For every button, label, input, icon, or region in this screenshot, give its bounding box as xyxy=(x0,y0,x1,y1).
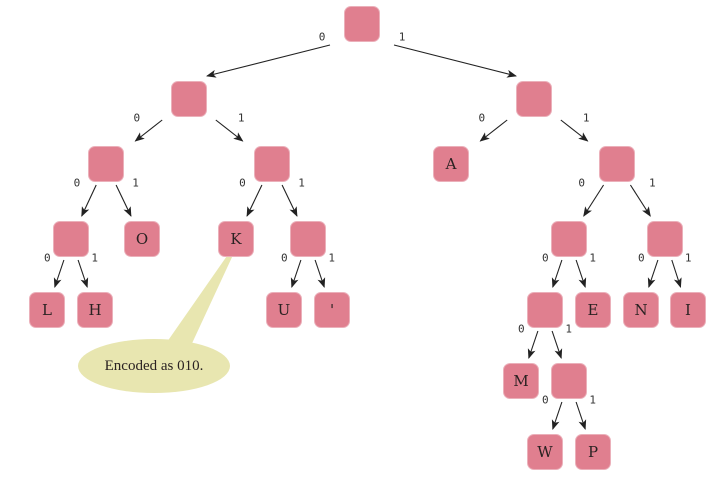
callout-pointer xyxy=(160,253,233,352)
bit-label-1: 1 xyxy=(298,176,305,190)
leaf-node-k: K xyxy=(218,221,254,257)
internal-node xyxy=(88,146,124,182)
edge-arrow xyxy=(629,184,651,217)
edge-arrow xyxy=(281,184,298,217)
edge-arrow xyxy=(671,259,682,288)
bit-label-0: 0 xyxy=(478,111,486,125)
bit-label-1: 1 xyxy=(565,322,572,336)
edge-arrow xyxy=(575,401,587,430)
edge-arrow xyxy=(206,44,331,78)
edge-arrow xyxy=(134,119,163,142)
edge-arrow xyxy=(53,259,65,288)
edge-arrow xyxy=(647,259,659,288)
bit-label-0: 0 xyxy=(318,30,326,44)
edge-arrow xyxy=(575,259,587,288)
leaf-node-h: H xyxy=(77,292,113,328)
bit-label-0: 0 xyxy=(44,251,51,265)
edge-arrow xyxy=(527,330,539,359)
edge-arrow xyxy=(246,184,263,217)
bit-label-0: 0 xyxy=(542,251,549,265)
internal-node xyxy=(516,81,552,117)
bit-label-0: 0 xyxy=(73,176,81,190)
leaf-node-p: P xyxy=(575,434,611,470)
edge-arrow xyxy=(551,401,563,430)
bit-label-0: 0 xyxy=(542,393,549,407)
leaf-node-m: M xyxy=(503,363,539,399)
bit-label-0: 0 xyxy=(578,176,585,190)
edge-arrow xyxy=(77,259,89,288)
edge-arrow xyxy=(551,259,563,288)
leaf-node-l: L xyxy=(29,292,65,328)
edge-arrow xyxy=(215,119,244,142)
bit-label-0: 0 xyxy=(518,322,525,336)
bit-label-1: 1 xyxy=(91,251,98,265)
internal-node xyxy=(599,146,635,182)
edge-arrow xyxy=(583,184,605,217)
bit-label-0: 0 xyxy=(133,111,141,125)
internal-node xyxy=(551,221,587,257)
leaf-node-n: N xyxy=(623,292,659,328)
bit-label-0: 0 xyxy=(281,251,288,265)
leaf-node-e: E xyxy=(575,292,611,328)
bit-label-1: 1 xyxy=(582,111,590,125)
edge-arrow xyxy=(551,330,563,359)
bit-label-1: 1 xyxy=(589,251,596,265)
internal-node xyxy=(344,6,380,42)
leaf-node-u: U xyxy=(266,292,302,328)
bit-label-1: 1 xyxy=(398,30,406,44)
callout-text: Encoded as 010. xyxy=(104,357,204,374)
edge-arrow xyxy=(81,184,97,217)
bit-label-0: 0 xyxy=(638,251,645,265)
callout xyxy=(78,253,233,393)
bit-label-1: 1 xyxy=(132,176,139,190)
leaf-node-w: W xyxy=(527,434,563,470)
edge-arrow xyxy=(314,259,326,288)
edge-arrow xyxy=(479,119,508,142)
bit-label-0: 0 xyxy=(239,176,246,190)
leaf-node-apostrophe: ' xyxy=(314,292,350,328)
internal-node xyxy=(171,81,207,117)
bit-label-1: 1 xyxy=(589,393,596,407)
bit-label-1: 1 xyxy=(684,251,692,265)
bit-label-1: 1 xyxy=(649,176,656,190)
internal-node xyxy=(254,146,290,182)
internal-node xyxy=(53,221,89,257)
internal-node xyxy=(290,221,326,257)
leaf-node-i: I xyxy=(670,292,706,328)
internal-node xyxy=(527,292,563,328)
callout-bubble xyxy=(78,339,230,393)
leaf-node-a: A xyxy=(433,146,469,182)
edge-arrow xyxy=(560,119,589,142)
internal-node xyxy=(551,363,587,399)
edge-arrow xyxy=(393,44,517,78)
edge-arrow xyxy=(115,184,132,217)
bit-label-1: 1 xyxy=(237,111,245,125)
leaf-node-o: O xyxy=(124,221,160,257)
internal-node xyxy=(647,221,683,257)
edge-arrow xyxy=(290,259,302,288)
bit-label-1: 1 xyxy=(328,251,335,265)
